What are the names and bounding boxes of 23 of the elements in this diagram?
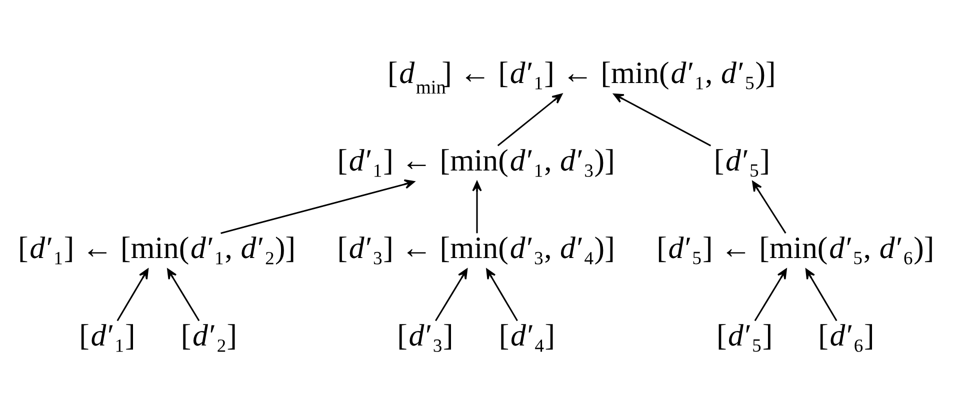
node-text: [d′₅] ← [min(d′₅, d′₆)] xyxy=(656,229,934,264)
arrow xyxy=(754,268,787,321)
node-text: [d′₅] xyxy=(716,317,773,352)
node-text: [d′₁] ← [min(d′₁, d′₂)] xyxy=(18,229,296,264)
arrow xyxy=(752,180,786,234)
node-text: [d′₁] ← [min(d′₁, d′₃)] xyxy=(337,142,615,177)
arrow xyxy=(167,268,200,321)
arrow xyxy=(613,92,712,146)
arrow xyxy=(435,268,468,321)
arrow xyxy=(486,268,518,321)
node-text: [d′₁] xyxy=(79,317,136,352)
node-text: [d′₂] xyxy=(180,317,238,352)
node-text: [d′₆] xyxy=(818,317,874,352)
node-text: [d′₃] ← [min(d′₃, d′₄)] xyxy=(337,229,615,264)
node-text: [d$_{min}$] ← [d′₁] ← [min(d′₁, d′₅)] xyxy=(388,54,776,98)
arrow xyxy=(116,268,149,321)
arrow xyxy=(472,180,482,233)
node-text: [d′₅] xyxy=(714,142,770,177)
arrow xyxy=(805,268,838,321)
arrow xyxy=(497,92,563,146)
node-text: [d′₄] xyxy=(498,317,556,352)
arrow xyxy=(220,178,415,234)
node-text: [d′₃] xyxy=(397,317,454,352)
